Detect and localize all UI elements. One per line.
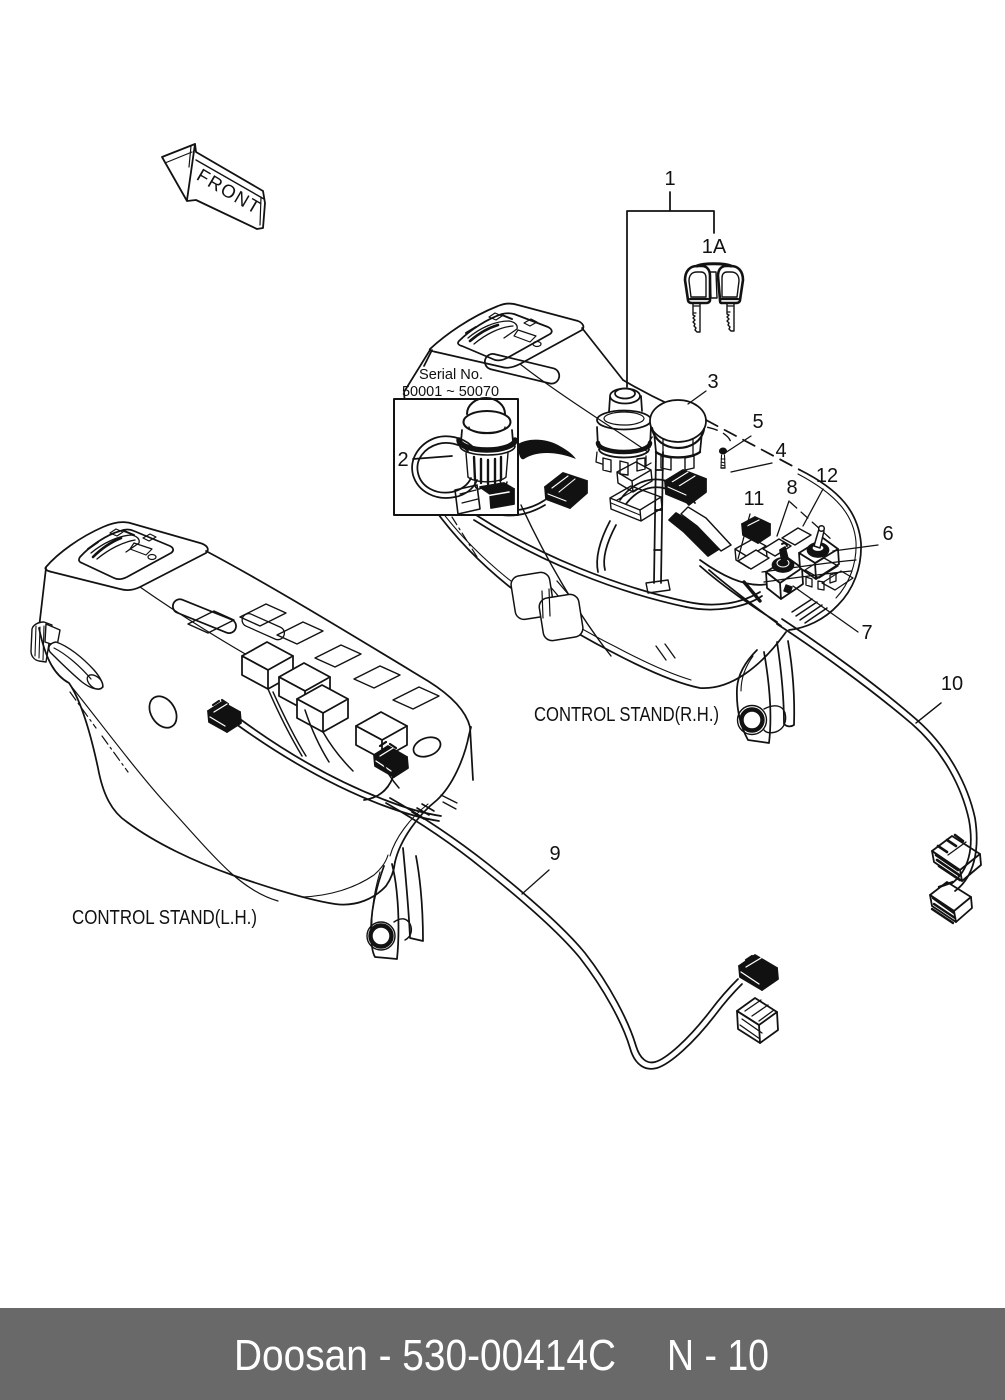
svg-text:50001 ~ 50070: 50001 ~ 50070 xyxy=(402,384,499,400)
svg-text:11: 11 xyxy=(744,488,765,510)
svg-text:8: 8 xyxy=(786,477,797,499)
svg-text:9: 9 xyxy=(549,843,560,865)
svg-text:CONTROL STAND(L.H.): CONTROL STAND(L.H.) xyxy=(72,907,257,929)
svg-text:Doosan - 530-00414C: Doosan - 530-00414C xyxy=(234,1331,616,1380)
svg-text:5: 5 xyxy=(752,411,763,433)
svg-text:CONTROL STAND(R.H.): CONTROL STAND(R.H.) xyxy=(534,704,719,726)
svg-text:1A: 1A xyxy=(702,236,727,258)
svg-text:2: 2 xyxy=(397,449,408,471)
svg-text:4: 4 xyxy=(775,440,786,462)
svg-text:3: 3 xyxy=(707,371,718,393)
svg-text:10: 10 xyxy=(941,673,963,695)
svg-text:Serial No.: Serial No. xyxy=(419,367,483,383)
svg-text:12: 12 xyxy=(816,465,838,487)
svg-text:6: 6 xyxy=(882,523,893,545)
svg-text:7: 7 xyxy=(861,622,872,644)
svg-text:N - 10: N - 10 xyxy=(667,1331,769,1380)
svg-text:1: 1 xyxy=(664,168,675,190)
